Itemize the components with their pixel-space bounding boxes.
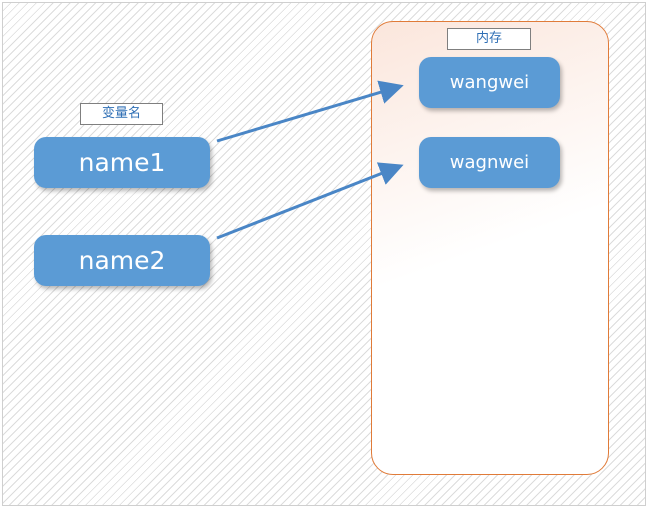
memory-value2-box: wagnwei xyxy=(419,137,560,188)
memory-value1-text: wangwei xyxy=(449,72,530,93)
memory-value2-text: wagnwei xyxy=(449,152,530,173)
memory-value1-box: wangwei xyxy=(419,57,560,108)
variable-name2-text: name2 xyxy=(78,246,166,275)
variable-name-label: 变量名 xyxy=(80,103,163,125)
variable-name1-box: name1 xyxy=(34,137,210,188)
variable-name1-text: name1 xyxy=(78,148,166,177)
memory-label: 内存 xyxy=(447,28,531,50)
variable-name2-box: name2 xyxy=(34,235,210,286)
